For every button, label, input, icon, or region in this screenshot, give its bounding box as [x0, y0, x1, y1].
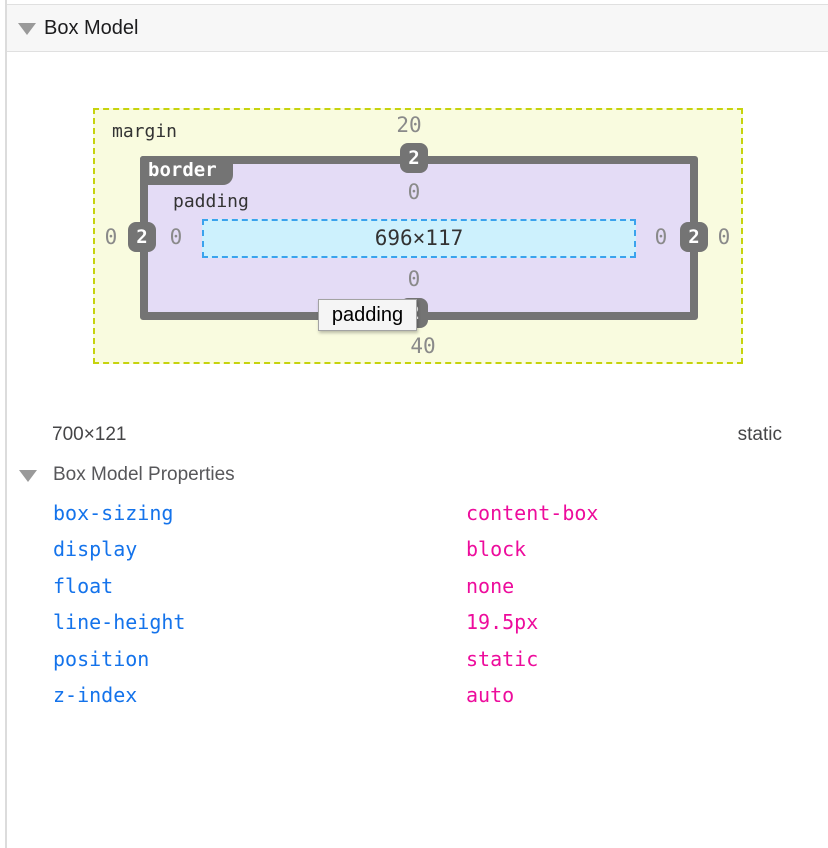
element-dimensions: 700×121	[52, 424, 127, 445]
property-row: position static	[0, 647, 828, 673]
property-value: block	[466, 537, 527, 561]
padding-label: padding	[173, 191, 249, 212]
margin-label: margin	[112, 121, 178, 142]
properties-section-title[interactable]: Box Model Properties	[53, 464, 235, 485]
margin-left-value[interactable]: 0	[104, 225, 118, 249]
property-value: content-box	[466, 501, 599, 525]
property-value: static	[466, 647, 539, 671]
property-name: line-height	[53, 610, 186, 634]
section-title: Box Model	[44, 17, 139, 39]
panel-divider	[5, 0, 7, 848]
border-label: border	[140, 156, 233, 185]
disclosure-triangle-icon[interactable]	[18, 23, 36, 35]
margin-top-value[interactable]: 20	[396, 113, 422, 137]
padding-left-value[interactable]: 0	[169, 225, 183, 249]
property-name: float	[53, 574, 114, 598]
property-value: auto	[466, 683, 515, 707]
margin-right-value[interactable]: 0	[717, 225, 731, 249]
property-value: none	[466, 574, 515, 598]
property-name: z-index	[53, 683, 138, 707]
content-region[interactable]: 696×117	[202, 219, 636, 258]
property-row: display block	[0, 537, 828, 563]
padding-tooltip: padding	[318, 299, 417, 331]
property-name: box-sizing	[53, 501, 174, 525]
property-row: float none	[0, 574, 828, 600]
border-right-value[interactable]: 2	[680, 222, 708, 252]
property-name: position	[53, 647, 150, 671]
properties-disclosure-triangle-icon[interactable]	[19, 470, 37, 482]
element-position: static	[737, 424, 782, 445]
property-row: box-sizing content-box	[0, 501, 828, 527]
padding-top-value[interactable]: 0	[407, 180, 421, 204]
padding-right-value[interactable]: 0	[654, 225, 668, 249]
property-value: 19.5px	[466, 610, 539, 634]
property-name: display	[53, 537, 138, 561]
padding-bottom-value[interactable]: 0	[407, 267, 421, 291]
border-left-value[interactable]: 2	[128, 222, 156, 252]
margin-bottom-value[interactable]: 40	[410, 334, 436, 358]
border-top-value[interactable]: 2	[400, 143, 428, 173]
property-row: line-height 19.5px	[0, 610, 828, 636]
property-row: z-index auto	[0, 683, 828, 709]
box-model-section-header[interactable]	[7, 4, 828, 52]
content-size-value[interactable]: 696×117	[374, 226, 464, 250]
